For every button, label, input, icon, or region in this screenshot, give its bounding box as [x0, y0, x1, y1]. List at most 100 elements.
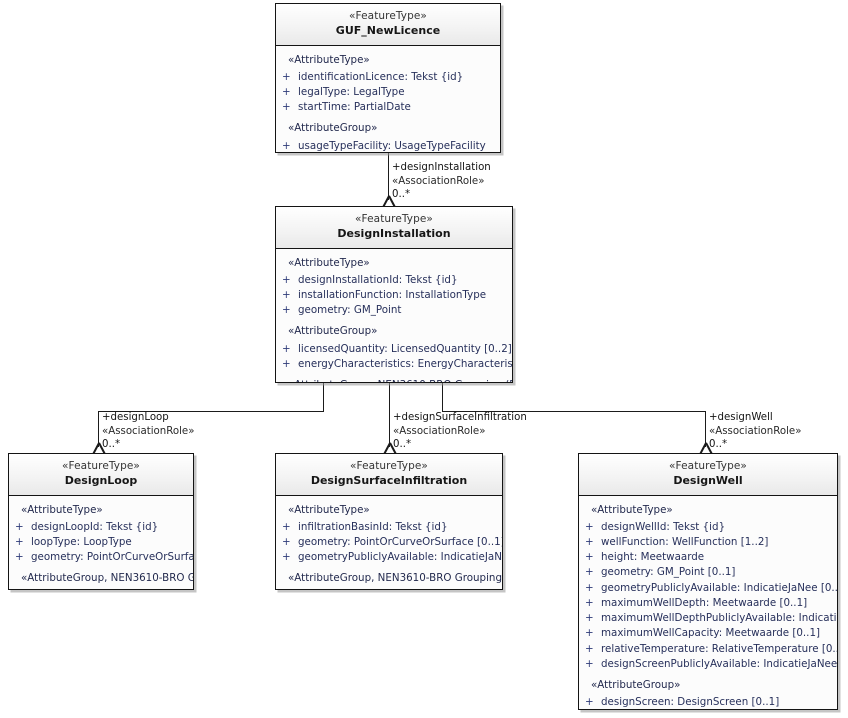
attribute-visibility: +: [585, 627, 594, 640]
attribute-visibility: +: [282, 520, 291, 533]
attribute-row: +designWellId: Tekst {id}: [579, 520, 837, 535]
connector-drop-designwell: [705, 411, 707, 447]
attribute-group-label: «AttributeType»: [288, 256, 370, 269]
attribute-row: +designInstallationId: Tekst {id}: [276, 273, 512, 288]
attribute-signature: installationFunction: InstallationType: [298, 288, 487, 301]
uml-class-guf-newlicence[interactable]: «FeatureType» GUF_NewLicence «AttributeT…: [275, 3, 501, 153]
attribute-visibility: +: [282, 304, 291, 317]
attribute-signature: geometry: PointOrCurveOrSurface [0..1]: [31, 551, 193, 564]
connector-stem-designsurfaceinfiltration: [389, 383, 391, 447]
class-stereotype: «FeatureType»: [62, 460, 140, 472]
attribute-row: +infiltrationBasinId: Tekst {id}: [276, 520, 502, 535]
association-stereotype: «AssociationRole»: [393, 425, 486, 437]
class-header: «FeatureType» DesignWell: [579, 454, 837, 496]
attribute-signature: maximumWellDepthPubliclyAvailable: Indic…: [601, 612, 837, 625]
attribute-signature: identificationLicence: Tekst {id}: [298, 70, 464, 83]
attribute-visibility: +: [282, 139, 291, 152]
attribute-visibility: +: [282, 535, 291, 548]
class-header: «FeatureType» DesignInstallation: [276, 207, 512, 249]
association-stereotype: «AssociationRole»: [102, 425, 195, 437]
class-body: «AttributeType» +infiltrationBasinId: Te…: [276, 495, 503, 590]
attribute-group-label: «AttributeGroup»: [591, 679, 681, 692]
attribute-row: + maximumWellDepthPubliclyAvailable: Indi…: [579, 611, 837, 626]
association-label-designinstallation: +designInstallation «AssociationRole» 0.…: [392, 161, 491, 202]
connector-span-designloop: [98, 411, 324, 413]
attribute-visibility: +: [282, 342, 291, 355]
attribute-visibility: +: [585, 566, 594, 579]
attribute-row: + height: Meetwaarde: [579, 550, 837, 565]
class-body: «AttributeType» +designWellId: Tekst {id…: [579, 495, 838, 709]
attribute-row: +designScreen: DesignScreen [0..1]: [579, 695, 837, 709]
class-body: «AttributeType» +identificationLicence: …: [276, 45, 500, 152]
attribute-signature: geometryPubliclyAvailable: IndicatieJaNe…: [601, 581, 838, 594]
attribute-signature: designLoopId: Tekst {id}: [31, 520, 159, 533]
class-stereotype: «FeatureType»: [355, 213, 433, 225]
attribute-row: +geometryPubliclyAvailable: IndicatieJaN…: [276, 550, 502, 565]
connector-span-designwell: [442, 411, 706, 413]
class-body: «AttributeType» + designLoopId: Tekst {id…: [9, 495, 193, 590]
attribute-visibility: +: [585, 657, 594, 670]
attribute-signature: startTime: PartialDate: [298, 101, 411, 114]
uml-class-designwell[interactable]: «FeatureType» DesignWell «AttributeType»…: [578, 453, 838, 710]
class-name: DesignInstallation: [337, 227, 451, 241]
attribute-group-label: «AttributeType»: [288, 503, 370, 516]
class-stereotype: «FeatureType»: [349, 10, 427, 22]
attribute-signature: maximumWellDepth: Meetwaarde [0..1]: [601, 596, 808, 609]
attribute-row: + loopType: LoopType: [9, 535, 193, 550]
attribute-row: +designScreenPubliclyAvailable: Indicati…: [579, 657, 837, 672]
attribute-row: + startTime: PartialDate: [276, 100, 500, 115]
attribute-visibility: +: [282, 85, 291, 98]
attribute-row: +/lifespan: Lifespan [0..1]: [9, 589, 193, 590]
attribute-signature: energyCharacteristics: EnergyCharacteris…: [298, 357, 513, 370]
class-name: DesignSurfaceInfiltration: [310, 474, 468, 488]
attribute-row: +legalType: LegalType: [276, 85, 500, 100]
association-multiplicity: 0..*: [392, 189, 411, 201]
attribute-visibility: +: [282, 101, 291, 114]
attribute-signature: geometry: PointOrCurveOrSurface [0..1]: [298, 535, 503, 548]
attribute-signature: designScreen: DesignScreen [0..1]: [601, 696, 780, 709]
attribute-visibility: +: [15, 535, 24, 548]
attribute-visibility: +: [282, 589, 298, 590]
attribute-visibility: +: [282, 273, 291, 286]
association-role-name: +designInstallation: [392, 162, 491, 173]
attribute-visibility: +: [585, 551, 594, 564]
attribute-group-label: «AttributeType»: [21, 503, 103, 516]
attribute-visibility: +: [15, 520, 24, 533]
attribute-group-label: «AttributeType»: [591, 503, 673, 516]
attribute-row: +/lifespan: Lifespan [0..1]: [276, 589, 502, 590]
association-label-designwell: +designWell «AssociationRole» 0..*: [709, 411, 801, 452]
attribute-signature: usageTypeFacility: UsageTypeFacility: [298, 139, 486, 152]
attribute-signature: wellFunction: WellFunction [1..2]: [601, 535, 769, 548]
attribute-visibility: +: [585, 520, 594, 533]
uml-class-designinstallation[interactable]: «FeatureType» DesignInstallation «Attrib…: [275, 206, 513, 383]
attribute-row: +relativeTemperature: RelativeTemperatur…: [579, 642, 837, 657]
attribute-group-label: «AttributeGroup»: [288, 122, 378, 135]
class-name: DesignWell: [673, 474, 743, 488]
attribute-visibility: +: [282, 288, 291, 301]
attribute-group-label: «AttributeGroup, NEN3610-BRO Grouping (E…: [288, 572, 502, 585]
attribute-signature: /lifespan: Lifespan [0..1]: [298, 589, 423, 590]
attribute-visibility: +: [282, 70, 291, 83]
class-name: DesignLoop: [64, 474, 138, 488]
attribute-row: + installationFunction: InstallationType: [276, 288, 512, 303]
association-stereotype: «AssociationRole»: [392, 175, 485, 187]
attribute-visibility: +: [585, 642, 594, 655]
association-multiplicity: 0..*: [102, 439, 121, 451]
attribute-signature: loopType: LoopType: [31, 535, 132, 548]
attribute-row: +energyCharacteristics: EnergyCharacteri…: [276, 357, 512, 372]
attribute-row: +maximumWellDepth: Meetwaarde [0..1]: [579, 596, 837, 611]
uml-class-designsurfaceinfiltration[interactable]: «FeatureType» DesignSurfaceInfiltration …: [275, 453, 503, 590]
attribute-row: + usageTypeFacility: UsageTypeFacility: [276, 139, 500, 152]
attribute-visibility: +: [585, 612, 594, 625]
uml-class-designloop[interactable]: «FeatureType» DesignLoop «AttributeType»…: [8, 453, 194, 590]
attribute-signature: height: Meetwaarde: [601, 551, 705, 564]
attribute-row: +licensedQuantity: LicensedQuantity [0..…: [276, 342, 512, 357]
attribute-visibility: +: [282, 551, 291, 564]
class-body: «AttributeType» +designInstallationId: T…: [276, 248, 512, 382]
association-role-name: +designSurfaceInfiltration: [393, 412, 527, 423]
attribute-row: +geometry: GM_Point [0..1]: [579, 565, 837, 580]
class-name: GUF_NewLicence: [335, 24, 441, 38]
attribute-signature: /lifespan: Lifespan [0..1]: [31, 589, 156, 590]
attribute-row: + designLoopId: Tekst {id}: [9, 520, 193, 535]
